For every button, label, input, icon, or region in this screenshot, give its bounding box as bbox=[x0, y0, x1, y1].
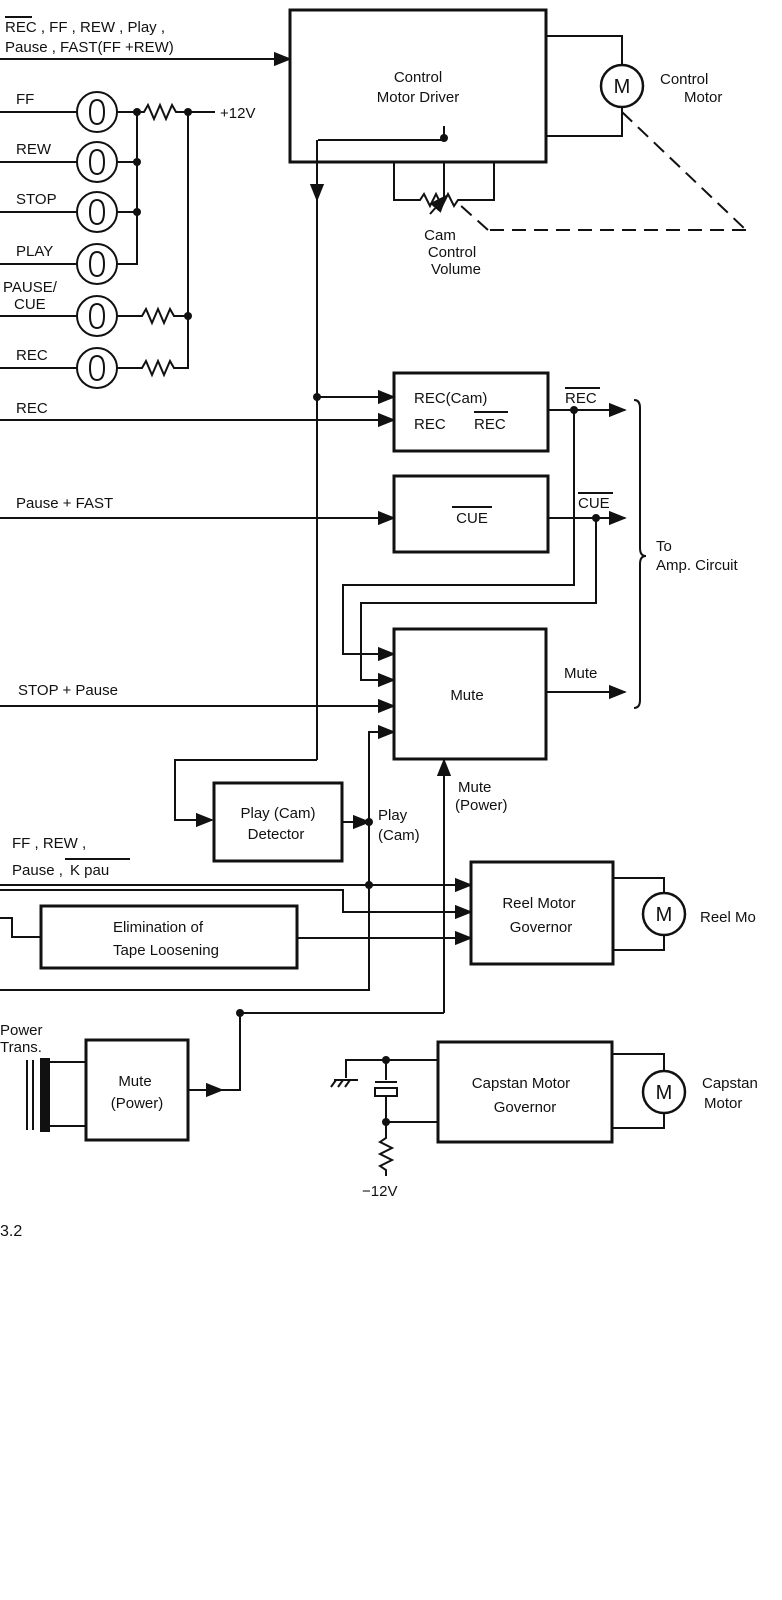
control-motor-label-1: Control bbox=[660, 71, 708, 88]
stop-lamp-label: STOP bbox=[16, 191, 57, 208]
mute-block-label: Mute bbox=[450, 687, 483, 704]
ff-rew-label-2a: Pause , bbox=[12, 862, 63, 879]
rec-cam-label-2: REC bbox=[414, 416, 446, 433]
ff-rew-label-2b: K pau bbox=[70, 862, 109, 879]
cam-volume-label-1: Cam bbox=[424, 227, 456, 244]
capstan-motor: M Capstan Motor bbox=[612, 1053, 758, 1129]
reel-motor-governor-block: Reel Motor Governor FF , REW , Pause , K… bbox=[0, 835, 615, 991]
rec-cam-block: REC(Cam) REC REC REC REC bbox=[0, 371, 627, 453]
capstan-gov-label-1: Capstan Motor bbox=[472, 1075, 570, 1092]
top-input-label-1: REC , FF , REW , Play , bbox=[5, 19, 165, 36]
control-motor: M Control Motor bbox=[459, 35, 747, 231]
play-cam-detector-block: Play (Cam) Detector Play (Cam) bbox=[212, 781, 420, 863]
reel-motor-label: Reel Mo bbox=[700, 909, 756, 926]
figure-number: 3.2 bbox=[0, 1223, 22, 1240]
play-cam-output-label-2: (Cam) bbox=[378, 827, 420, 844]
mute-power-input-label-1: Mute bbox=[458, 779, 491, 796]
indicator-lamps: +12V FF REW STOP PLAY PAUSE/ CUE bbox=[0, 91, 255, 389]
mute-power-block: Power Trans. Mute (Power) bbox=[0, 1009, 444, 1142]
top-input-line: REC , FF , REW , Play , Pause , FAST(FF … bbox=[0, 16, 292, 67]
minus12v-label: −12V bbox=[362, 1183, 397, 1200]
capstan-motor-symbol: M bbox=[656, 1082, 673, 1104]
control-driver-label-2: Motor Driver bbox=[377, 89, 460, 106]
rec-cam-label-2b: REC bbox=[474, 416, 506, 433]
to-amp-label-1: To bbox=[656, 538, 672, 555]
pause-fast-label: Pause + FAST bbox=[16, 495, 113, 512]
mute-power-input-label-2: (Power) bbox=[455, 797, 508, 814]
capstan-gov-label-2: Governor bbox=[494, 1099, 557, 1116]
cam-volume-label-3: Volume bbox=[431, 261, 481, 278]
reel-gov-label-1: Reel Motor bbox=[502, 895, 575, 912]
cam-signal-line bbox=[174, 140, 325, 828]
top-input-label-2: Pause , FAST(FF +REW) bbox=[5, 39, 174, 56]
elimination-tape-loosening-block: Elimination of Tape Loosening bbox=[0, 904, 299, 970]
capstan-motor-label-2: Motor bbox=[704, 1095, 742, 1112]
mute-power-label-2: (Power) bbox=[111, 1095, 164, 1112]
rec-output-label: REC bbox=[565, 390, 597, 407]
control-driver-label-1: Control bbox=[394, 69, 442, 86]
stop-pause-label: STOP + Pause bbox=[18, 682, 118, 699]
pause-cue-lamp-label-2: CUE bbox=[14, 296, 46, 313]
to-amp-brace: To Amp. Circuit bbox=[633, 399, 739, 709]
plus12v-label: +12V bbox=[220, 105, 255, 122]
play-cam-label-2: Detector bbox=[248, 826, 305, 843]
cue-output-label: CUE bbox=[578, 495, 610, 512]
rew-lamp-label: REW bbox=[16, 141, 52, 158]
reel-motor: M Reel Mo bbox=[613, 877, 756, 951]
rec-lamp-label: REC bbox=[16, 347, 48, 364]
elim-label-2: Tape Loosening bbox=[113, 942, 219, 959]
control-motor-label-2: Motor bbox=[684, 89, 722, 106]
mute-output-label: Mute bbox=[564, 665, 597, 682]
elim-label-1: Elimination of bbox=[113, 919, 204, 936]
pause-cue-lamp-label-1: PAUSE/ bbox=[3, 279, 58, 296]
rec-input-label: REC bbox=[16, 400, 48, 417]
cue-block: CUE Pause + FAST CUE bbox=[0, 474, 627, 554]
mute-power-label-1: Mute bbox=[118, 1073, 151, 1090]
ff-lamp-label: FF bbox=[16, 91, 34, 108]
rec-cam-label-1: REC(Cam) bbox=[414, 390, 487, 407]
reel-motor-symbol: M bbox=[656, 904, 673, 926]
capstan-motor-label-1: Capstan bbox=[702, 1075, 758, 1092]
control-motor-driver-block: Control Motor Driver bbox=[288, 8, 548, 164]
play-cam-output-label-1: Play bbox=[378, 807, 408, 824]
mute-block: Mute STOP + Pause Mute Mute (Power) bbox=[0, 410, 627, 1013]
cam-volume-label-2: Control bbox=[428, 244, 476, 261]
capstan-motor-governor-block: Capstan Motor Governor −12V bbox=[330, 1040, 614, 1200]
power-trans-label-2: Trans. bbox=[0, 1039, 42, 1056]
play-lamp-label: PLAY bbox=[16, 243, 53, 260]
ff-rew-label-1: FF , REW , bbox=[12, 835, 86, 852]
to-amp-label-2: Amp. Circuit bbox=[656, 557, 739, 574]
cue-block-label: CUE bbox=[456, 510, 488, 527]
control-motor-symbol: M bbox=[614, 76, 631, 98]
play-cam-label-1: Play (Cam) bbox=[240, 805, 315, 822]
cam-control-volume: Cam Control Volume bbox=[318, 126, 495, 278]
power-trans-label-1: Power bbox=[0, 1022, 43, 1039]
reel-gov-label-2: Governor bbox=[510, 919, 573, 936]
